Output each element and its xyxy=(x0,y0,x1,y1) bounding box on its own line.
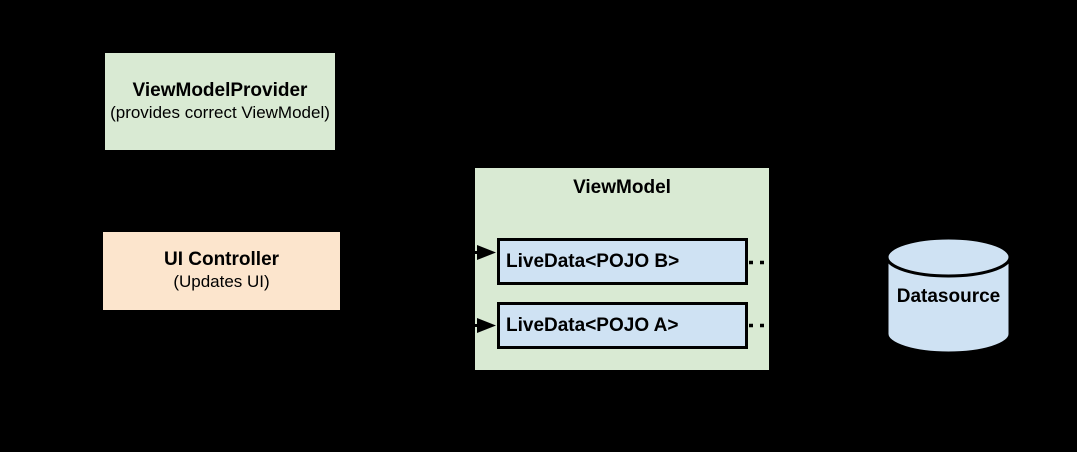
livedata-pojo-a-node: LiveData<POJO A> xyxy=(497,302,748,349)
livedata-pojo-b-label: LiveData<POJO B> xyxy=(506,250,680,272)
viewmodel-node: ViewModel LiveData<POJO B> LiveData<POJO… xyxy=(475,168,769,370)
viewmodelprovider-node: ViewModelProvider (provides correct View… xyxy=(105,53,335,150)
datasource-cylinder: Datasource xyxy=(885,236,1012,355)
ui-controller-node: UI Controller (Updates UI) xyxy=(103,232,340,310)
viewmodelprovider-title: ViewModelProvider xyxy=(132,79,308,101)
ui-controller-title: UI Controller xyxy=(163,249,280,270)
livedata-pojo-b-node: LiveData<POJO B> xyxy=(497,238,748,285)
datasource-cylinder-top xyxy=(885,236,1012,278)
datasource-cylinder-body xyxy=(885,257,1012,355)
livedata-pojo-a-label: LiveData<POJO A> xyxy=(506,314,679,336)
viewmodel-title: ViewModel xyxy=(573,177,671,198)
viewmodelprovider-subtitle: (provides correct ViewModel) xyxy=(110,102,330,122)
ui-controller-subtitle: (Updates UI) xyxy=(173,272,270,291)
datasource-label: Datasource xyxy=(897,286,1001,307)
